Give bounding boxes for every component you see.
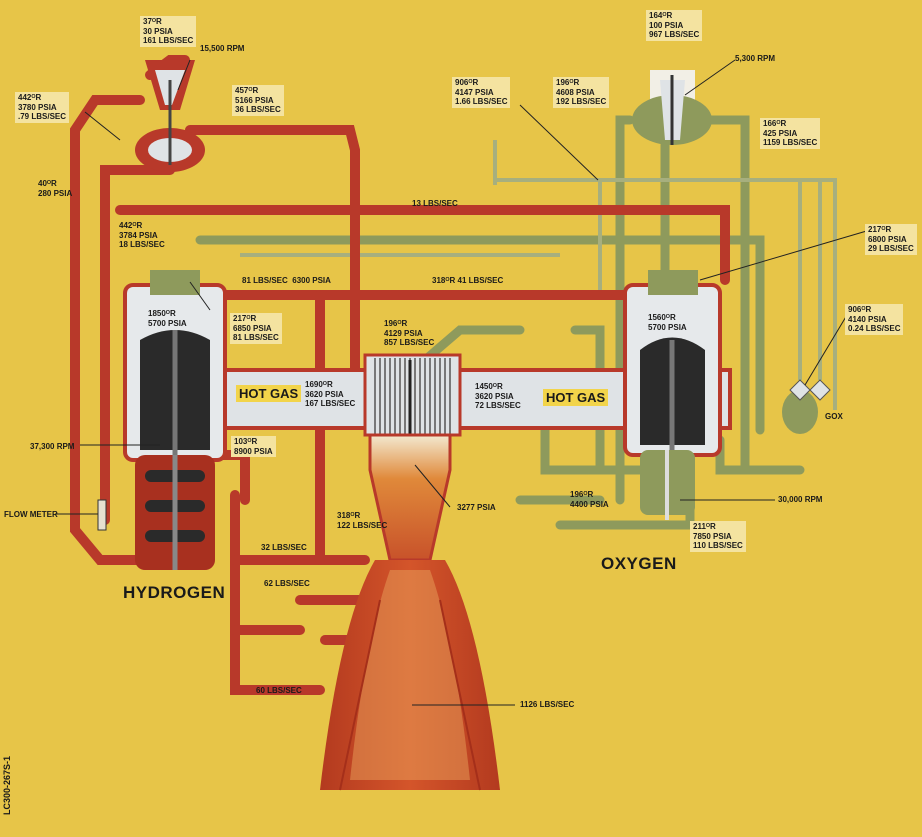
ox-906-label: 906ᴼR 4147 PSIA 1.66 LBS/SEC (452, 77, 511, 108)
hydrogen-title: HYDROGEN (123, 583, 226, 602)
injector-label: 196ᴼR 4129 PSIA 857 LBS/SEC (384, 319, 435, 347)
hpop-rpm-label: 30,000 RPM (778, 495, 823, 504)
lpfp-outlet-label: 457ᴼR 5166 PSIA 36 LBS/SEC (232, 85, 284, 116)
fuel-32-label: 32 LBS/SEC (261, 543, 307, 552)
figure-code: LC300-267S-1 (2, 755, 12, 815)
flow-meter-label: FLOW METER (4, 510, 58, 519)
hot-gas-right-label: 1450ᴼR 3620 PSIA 72 LBS/SEC (475, 382, 521, 410)
low-pressure-fuel-pump (135, 60, 205, 172)
fuel-318-122-label: 318ᴼR 122 LBS/SEC (337, 511, 388, 530)
ox-196-label: 196ᴼR 4608 PSIA 192 LBS/SEC (553, 77, 610, 108)
fuel-13-label: 13 LBS/SEC (412, 199, 458, 208)
low-pressure-oxidizer-pump (632, 70, 712, 145)
nozzle-bell (320, 560, 500, 791)
fuel-62-label: 62 LBS/SEC (264, 579, 310, 588)
gox-label: GOX (825, 412, 843, 421)
oxygen-thin-lines (240, 140, 837, 410)
fuel-60-label: 60 LBS/SEC (256, 686, 302, 695)
oxidizer-preburner (623, 270, 722, 515)
nozzle-flow-label: 1126 LBS/SEC (520, 700, 575, 709)
lpfp-rpm-label: 15,500 RPM (200, 44, 245, 53)
gox-heat-exchanger (782, 379, 831, 434)
fuel-318-41-label: 318ᴼR 41 LBS/SEC (432, 276, 504, 285)
oxygen-title: OXYGEN (601, 554, 677, 573)
lpop-label: 164ᴼR 100 PSIA 967 LBS/SEC (646, 10, 703, 41)
ox-906b-label: 906ᴼR 4140 PSIA 0.24 LBS/SEC (845, 304, 904, 335)
hot-gas-label-right: HOT GAS (543, 389, 609, 406)
ox-166-label: 166ᴼR 425 PSIA 1159 LBS/SEC (760, 118, 821, 149)
hpfp-rpm-label: 37,300 RPM (30, 442, 75, 451)
fuel-103-label: 103ᴼR 8900 PSIA (231, 436, 276, 457)
chamber-pressure-label: 3277 PSIA (457, 503, 496, 512)
hpop-211-label: 211ᴼR 7850 PSIA 110 LBS/SEC (690, 521, 746, 552)
flow-meter (97, 499, 107, 531)
fuel-81-label: 81 LBS/SEC 6300 PSIA (242, 276, 331, 285)
ox-preburner-label: 1560ᴼR 5700 PSIA (648, 313, 687, 332)
high-pressure-oxidizer-pump (640, 450, 695, 520)
lpop-rpm-label: 5,300 RPM (735, 54, 776, 63)
hot-gas-left-label: 1690ᴼR 3620 PSIA 167 LBS/SEC (305, 380, 356, 408)
fuel-preburner-inlet-label: 442ᴼR 3784 PSIA 18 LBS/SEC (119, 221, 165, 249)
hot-gas-label-left: HOT GAS (236, 385, 302, 402)
ox-217-label: 217ᴼR 6800 PSIA 29 LBS/SEC (865, 224, 917, 255)
fuel-preburner-label: 1850ᴼR 5700 PSIA (148, 309, 187, 328)
fuel-inlet-label: 442ᴼR 3780 PSIA .79 LBS/SEC (15, 92, 70, 123)
hpop-196-label: 196ᴼR 4400 PSIA (570, 490, 609, 509)
fuel-low-label: 40ᴼR 280 PSIA (38, 179, 73, 198)
leader-lines (55, 59, 871, 706)
high-pressure-fuel-pump (135, 455, 215, 570)
lpfp-label: 37ᴼR 30 PSIA 161 LBS/SEC (140, 16, 197, 47)
fpb-217-label: 217ᴼR 6850 PSIA 81 LBS/SEC (230, 313, 282, 344)
combustion-chamber (368, 433, 452, 562)
